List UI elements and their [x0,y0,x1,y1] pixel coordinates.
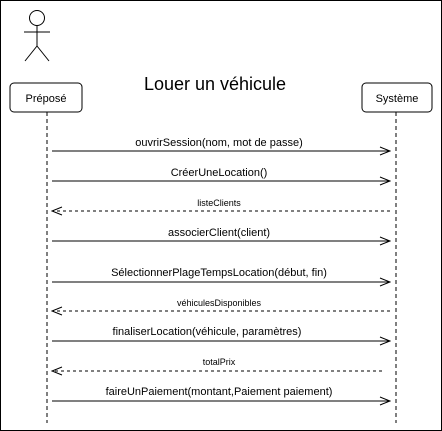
message-1-label: ouvrirSession(nom, mot de passe) [135,137,303,149]
message-6-label: véhiculesDisponibles [177,298,262,308]
message-8-label: totalPrix [203,357,236,367]
message-7-label: finaliserLocation(véhicule, paramètres) [113,326,302,338]
message-4: associerClient(client) [52,227,390,241]
actor-prepose-label: Préposé [26,93,67,105]
message-9: faireUnPaiement(montant,Paiement paiemen… [52,386,390,401]
actor-prepose: Préposé [9,82,83,113]
message-5: SélectionnerPlageTempsLocation(début, fi… [52,267,390,282]
message-6: véhiculesDisponibles [52,298,390,311]
message-5-label: SélectionnerPlageTempsLocation(début, fi… [111,267,327,279]
message-2-label: CréerUneLocation() [171,167,268,179]
message-4-label: associerClient(client) [168,227,270,239]
message-8: totalPrix [52,357,382,371]
diagram-title: Louer un véhicule [144,74,286,94]
message-1: ouvrirSession(nom, mot de passe) [52,137,390,151]
message-7: finaliserLocation(véhicule, paramètres) [52,326,390,341]
message-2: CréerUneLocation() [52,167,390,181]
stick-figure-actor-icon [24,10,50,62]
message-3: listeClients [52,198,390,211]
actor-systeme-label: Système [376,93,419,105]
message-3-label: listeClients [197,198,241,208]
message-9-label: faireUnPaiement(montant,Paiement paiemen… [106,386,333,398]
actor-systeme: Système [361,82,433,113]
